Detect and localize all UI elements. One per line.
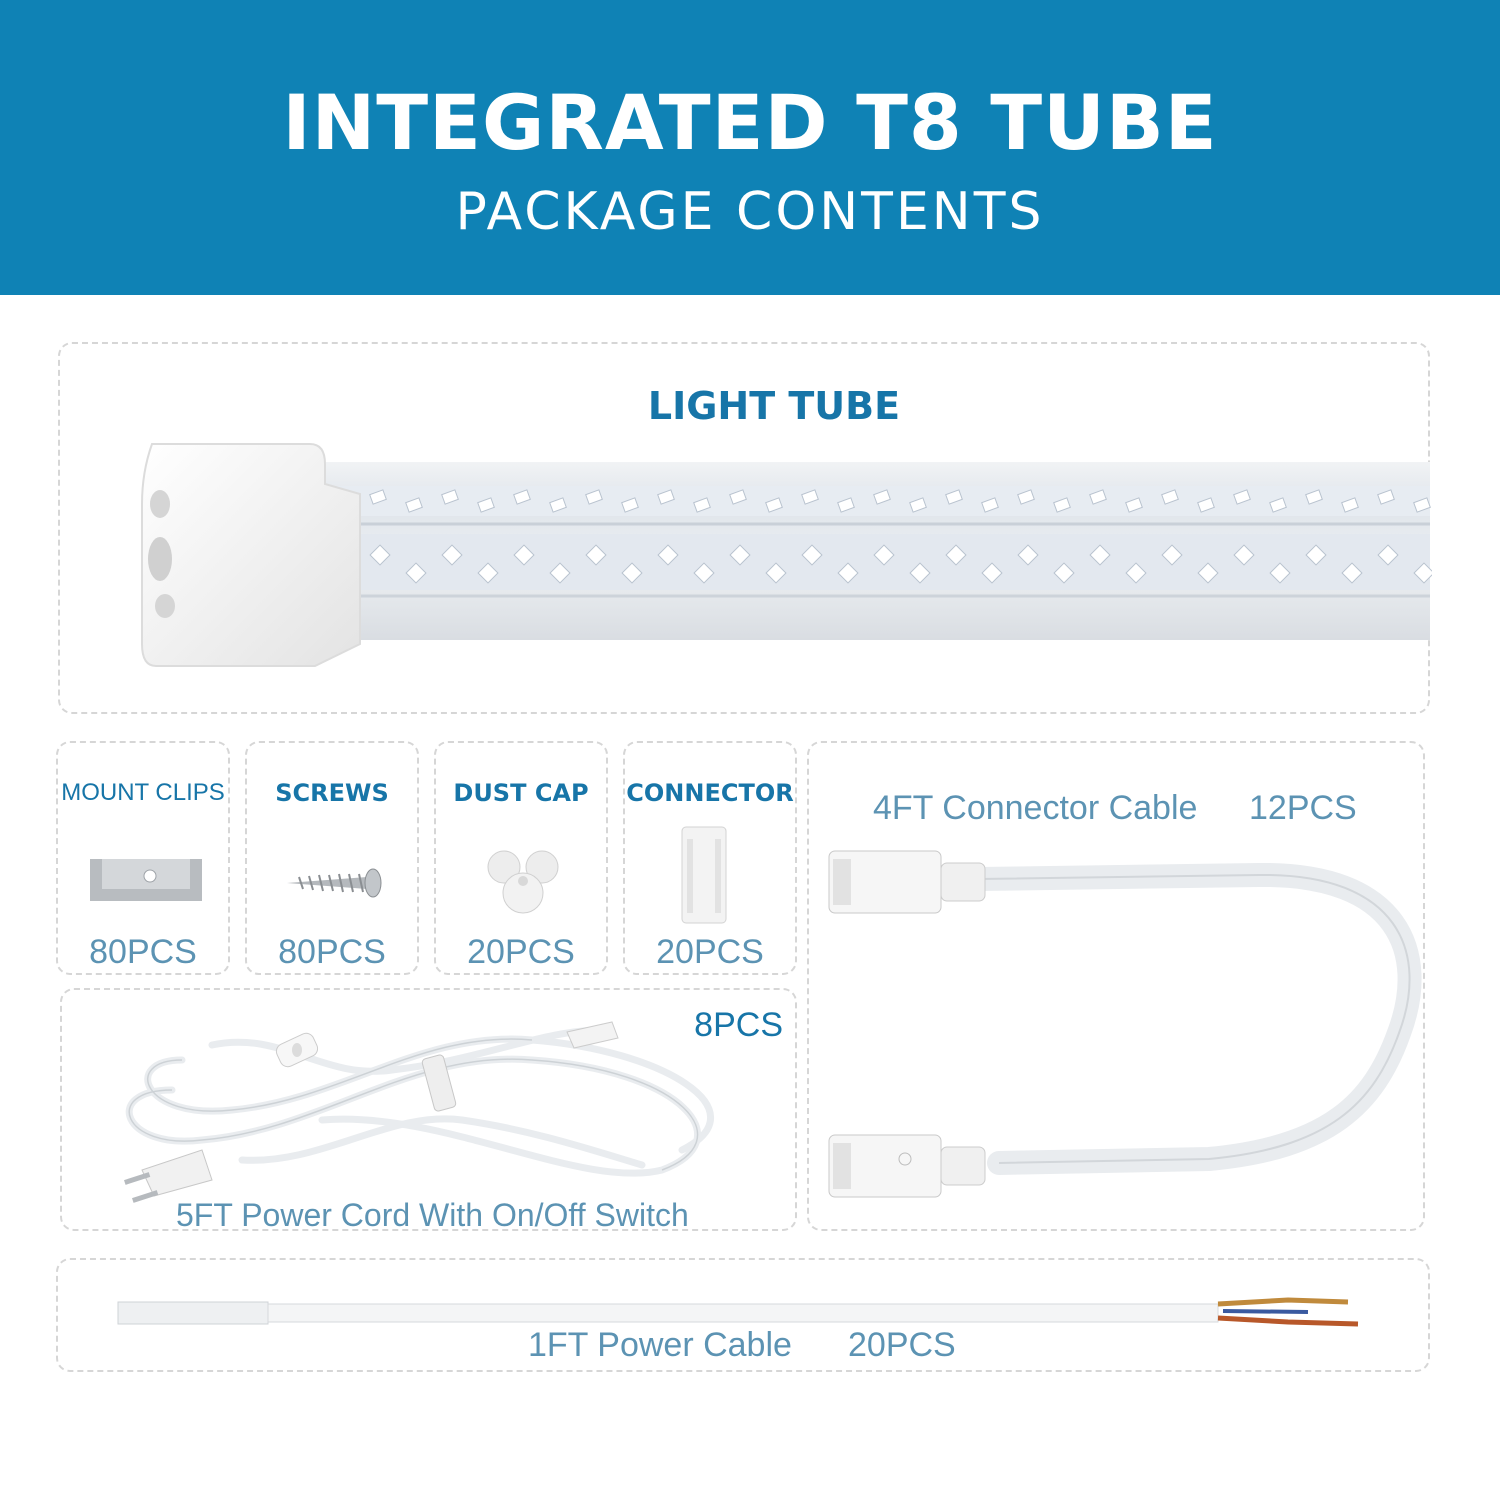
led-chip <box>765 497 783 513</box>
led-chip <box>1161 489 1179 505</box>
led-chip <box>1341 497 1359 513</box>
led-chip <box>1377 544 1399 566</box>
mount-clips-box: MOUNT CLIPS 80PCS <box>56 741 230 975</box>
connector-count: 20PCS <box>656 933 764 971</box>
led-chip <box>1341 562 1363 584</box>
led-chip <box>1089 544 1111 566</box>
light-tube-image <box>141 443 1432 667</box>
led-chip <box>513 489 531 505</box>
led-chip <box>909 497 927 513</box>
led-chip <box>801 489 819 505</box>
connector-icon <box>681 826 727 924</box>
led-chip <box>549 562 571 584</box>
led-chip <box>1089 489 1107 505</box>
led-chip <box>1305 489 1323 505</box>
connector-label: CONNECTOR <box>626 779 794 807</box>
mount-clips-count: 80PCS <box>89 933 197 971</box>
led-chip <box>1269 562 1291 584</box>
screws-label: SCREWS <box>275 779 389 807</box>
led-chip <box>1197 562 1219 584</box>
led-chip <box>621 562 643 584</box>
led-chip <box>1233 544 1255 566</box>
led-chip <box>837 562 859 584</box>
header-banner: INTEGRATED T8 TUBE PACKAGE CONTENTS <box>0 0 1500 295</box>
led-chip <box>441 489 459 505</box>
dust-cap-count: 20PCS <box>467 933 575 971</box>
led-chip <box>477 497 495 513</box>
led-chip <box>585 489 603 505</box>
led-chip <box>657 544 679 566</box>
led-chip <box>369 544 391 566</box>
led-chip <box>729 489 747 505</box>
power-cable-box: 1FT Power Cable 20PCS <box>56 1258 1430 1372</box>
screws-count: 80PCS <box>278 933 386 971</box>
connector-cable-box: 4FT Connector Cable 12PCS <box>807 741 1425 1231</box>
screws-box: SCREWS 80PCS <box>245 741 419 975</box>
led-chip <box>513 544 535 566</box>
light-tube-label: LIGHT TUBE <box>647 384 901 428</box>
led-chip <box>585 544 607 566</box>
led-chip <box>1017 489 1035 505</box>
led-chip <box>405 497 423 513</box>
led-chip <box>981 497 999 513</box>
led-chip <box>657 489 675 505</box>
connector-cable-label: 4FT Connector Cable <box>873 789 1198 827</box>
led-chip <box>1053 497 1071 513</box>
power-cord-label: 5FT Power Cord With On/Off Switch <box>176 1197 689 1233</box>
led-chip <box>477 562 499 584</box>
dust-cap-box: DUST CAP 20PCS <box>434 741 608 975</box>
dust-cap-label: DUST CAP <box>453 779 589 807</box>
power-cord-image <box>124 1021 714 1203</box>
connector-box: CONNECTOR 20PCS <box>623 741 797 975</box>
led-chip <box>837 497 855 513</box>
led-chip <box>405 562 427 584</box>
led-chip <box>765 562 787 584</box>
led-chip <box>945 489 963 505</box>
led-chip <box>981 562 1003 584</box>
led-chip <box>693 562 715 584</box>
led-chip <box>1413 497 1431 513</box>
led-chip <box>873 544 895 566</box>
led-chip <box>729 544 751 566</box>
power-cable-image <box>117 1297 1359 1327</box>
led-chip <box>1233 489 1251 505</box>
led-chip <box>909 562 931 584</box>
led-chip <box>1125 497 1143 513</box>
power-cord-count: 8PCS <box>694 1006 783 1044</box>
led-chip <box>549 497 567 513</box>
led-chip <box>801 544 823 566</box>
connector-cable-image <box>828 850 1422 1198</box>
led-chip <box>1053 562 1075 584</box>
page-title: INTEGRATED T8 TUBE <box>282 78 1218 167</box>
connector-cable-count: 12PCS <box>1249 789 1357 827</box>
mount-clips-label: MOUNT CLIPS <box>61 779 225 806</box>
mount-clip-icon <box>90 859 202 901</box>
led-chip <box>1017 544 1039 566</box>
page-subtitle: PACKAGE CONTENTS <box>455 182 1045 242</box>
power-cable-count: 20PCS <box>848 1326 956 1364</box>
led-chip <box>621 497 639 513</box>
screw-icon <box>287 868 382 898</box>
power-cable-label: 1FT Power Cable <box>528 1326 792 1364</box>
led-chip <box>1413 562 1432 584</box>
light-tube-box: LIGHT TUBE <box>58 342 1432 714</box>
led-chip <box>1197 497 1215 513</box>
led-chip <box>369 489 387 505</box>
led-chip <box>1161 544 1183 566</box>
led-chip <box>693 497 711 513</box>
led-chip <box>1305 544 1327 566</box>
led-chip <box>1377 489 1395 505</box>
led-chip <box>1125 562 1147 584</box>
dust-cap-icon <box>487 850 559 914</box>
led-chip <box>945 544 967 566</box>
led-chip <box>873 489 891 505</box>
led-chip <box>1269 497 1287 513</box>
led-chip <box>441 544 463 566</box>
power-cord-box: 8PCS 5FT Power Cord With On/Off Switch <box>60 988 797 1233</box>
